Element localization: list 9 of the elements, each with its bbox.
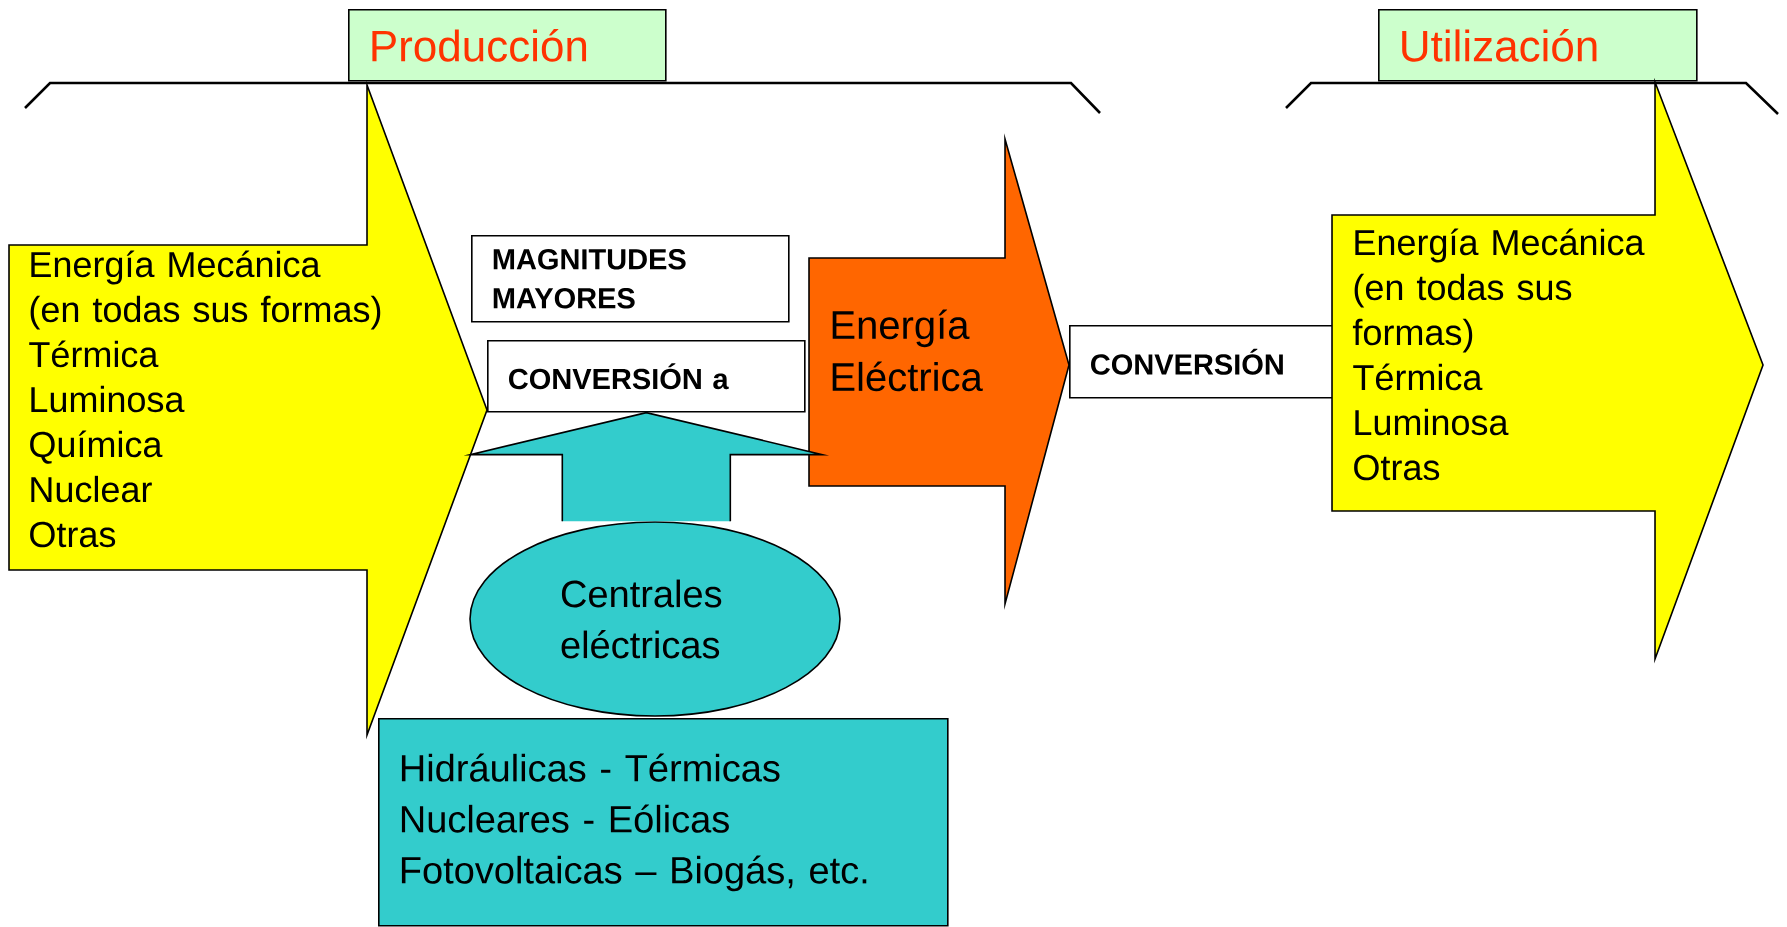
label-box: MAGNITUDES MAYORES — [471, 235, 790, 323]
heading-box: Producción — [348, 9, 667, 82]
pointed-panel: Energía Eléctrica — [808, 133, 1070, 611]
label-box: CONVERSIÓN a — [487, 340, 806, 413]
text-box: Hidráulicas - Térmicas Nucleares - Eólicas Fotovoltaicas – Biogás, etc. — [378, 718, 949, 927]
heading-box: Utilización — [1378, 9, 1698, 82]
pointed-panel: Energía Mecánica (en todas sus formas) Térmica Luminosa Química Nuclear Otras — [8, 80, 488, 740]
pointed-panel: Energía Mecánica (en todas sus formas) Térmica Luminosa Otras — [1331, 77, 1764, 664]
label-box: CONVERSIÓN — [1069, 325, 1335, 399]
